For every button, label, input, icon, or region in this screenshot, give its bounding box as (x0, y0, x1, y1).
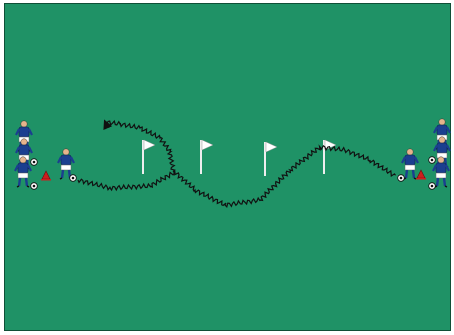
flag-marker-4 (324, 140, 336, 174)
player-dribbler-right (402, 149, 418, 179)
dribble-path-return (105, 121, 175, 172)
soccer-ball-right-2 (429, 183, 436, 190)
flag-marker-3 (265, 142, 277, 176)
soccer-ball-left-2 (31, 183, 38, 190)
soccer-ball-left-1 (31, 159, 38, 166)
dribble-path-main (78, 146, 396, 207)
soccer-ball-right-1 (429, 157, 436, 164)
soccer-ball-dribbler-left (70, 175, 77, 182)
player-dribbler-left (58, 149, 74, 179)
player-left-3 (15, 157, 31, 187)
cone-marker-right (416, 170, 426, 180)
soccer-ball-dribbler-right (398, 175, 405, 182)
flag-marker-2 (201, 140, 213, 174)
cone-marker-left (41, 171, 51, 181)
flag-marker-1 (143, 140, 155, 174)
